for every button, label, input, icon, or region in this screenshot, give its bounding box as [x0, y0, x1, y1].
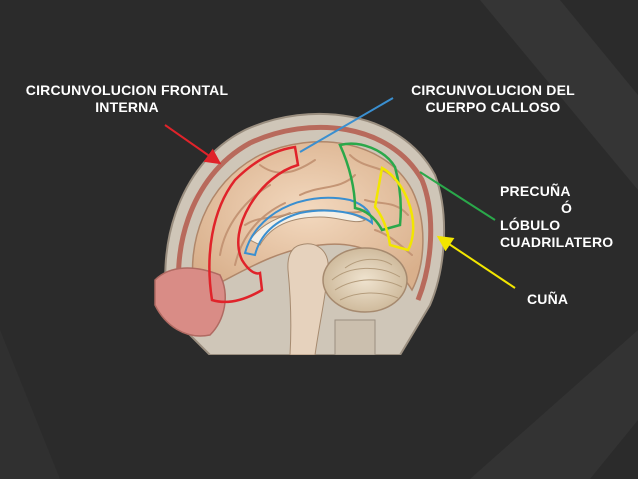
cuneus-outline: [373, 166, 415, 252]
frontal-gyrus-outline: [208, 145, 300, 304]
callosal-label-line2: CUERPO CALLOSO: [425, 99, 561, 115]
cuneus-label-text: CUÑA: [527, 291, 569, 307]
scalp-layer: [176, 124, 434, 311]
nasal-cavity: [154, 267, 226, 337]
precuneus-label-line1: PRECUÑA: [500, 183, 571, 199]
chevron-shape-3: [0, 330, 60, 479]
frontal-label-line2: INTERNA: [95, 99, 159, 115]
brainstem: [287, 243, 329, 355]
precuneus-label-line4: CUADRILATERO: [500, 234, 614, 250]
chevron-shape-1: [480, 0, 638, 190]
callosal-gyrus-label: CIRCUNVOLUCION DEL CUERPO CALLOSO: [400, 82, 586, 116]
frontal-gyrus-label: CIRCUNVOLUCION FRONTAL INTERNA: [14, 82, 240, 116]
precuneus-pointer-line: [419, 171, 496, 221]
cerebellum-folia: [331, 258, 403, 301]
chevron-shape-2: [380, 330, 638, 479]
precuneus-label: PRECUÑA Ó LÓBULO CUADRILATERO: [500, 183, 613, 251]
precuneus-label-line3: LÓBULO: [500, 217, 561, 233]
precuneus-outline: [338, 142, 403, 232]
brain-sagittal-illustration: [154, 112, 446, 355]
cuneus-arrow: [436, 235, 516, 289]
corpus-callosum: [249, 209, 367, 246]
callosal-pointer-line: [299, 97, 394, 153]
cuneus-label: CUÑA: [527, 291, 568, 308]
precuneus-label-line2: Ó: [561, 200, 573, 216]
cervical-spine: [334, 319, 376, 355]
callosal-label-line1: CIRCUNVOLUCION DEL: [411, 82, 575, 98]
frontal-label-line1: CIRCUNVOLUCION FRONTAL: [25, 82, 229, 98]
callosal-gyrus-outline: [243, 196, 374, 257]
frontal-arrow: [164, 124, 222, 165]
